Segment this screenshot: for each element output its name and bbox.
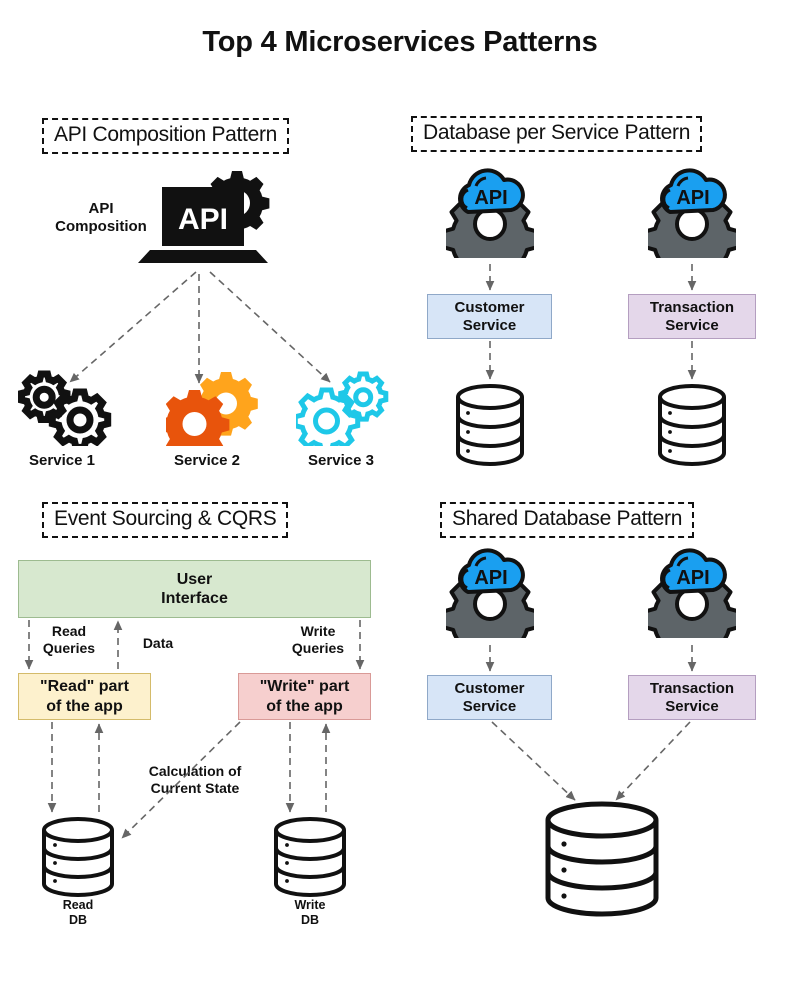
write-queries-label-line2: Queries xyxy=(291,639,345,656)
api-cloud-icon-shared-transaction-text: API xyxy=(676,567,709,589)
calculation-of-current-state-label: Calculation of Current State xyxy=(133,763,257,796)
user-interface-box: User Interface xyxy=(18,560,371,618)
arrow-customer-service-to-shared-db xyxy=(491,721,576,801)
write-queries-label: Write Queries xyxy=(280,623,356,656)
calculation-label-line2: Current State xyxy=(150,779,240,796)
customer-service-box-shared-line2: Service xyxy=(462,697,517,715)
read-queries-label: Read Queries xyxy=(32,623,106,656)
data-label: Data xyxy=(142,635,174,651)
customer-service-box-dbps-line1: Customer xyxy=(454,298,525,316)
api-cloud-icon-shared-customer: API xyxy=(441,546,539,668)
api-laptop-icon: API xyxy=(136,163,271,278)
transaction-service-box-dbps-line1: Transaction xyxy=(649,298,735,316)
read-db-label-line1: Read xyxy=(62,898,94,912)
api-cloud-icon-customer: API xyxy=(441,166,539,288)
customer-service-box-dbps-line2: Service xyxy=(462,316,517,334)
api-laptop-icon-text: API xyxy=(178,203,228,236)
write-part-box-line1: "Write" part xyxy=(259,678,350,696)
database-cylinder-customer xyxy=(452,383,528,474)
read-part-box-line1: "Read" part xyxy=(40,678,129,696)
arrow-transaction-service-to-shared-db xyxy=(615,721,691,801)
transaction-service-box-dbps: Transaction Service xyxy=(628,294,756,339)
database-cylinder-transaction xyxy=(654,383,730,474)
write-db-label: Write DB xyxy=(268,898,352,928)
user-interface-box-line2: Interface xyxy=(161,590,228,607)
api-composition-node-label-line2: Composition xyxy=(55,217,147,235)
api-cloud-icon-transaction-text: API xyxy=(676,187,709,209)
write-part-box: "Write" part of the app xyxy=(238,673,371,720)
customer-service-box-shared: Customer Service xyxy=(427,675,552,720)
transaction-service-box-shared: Transaction Service xyxy=(628,675,756,720)
read-part-box: "Read" part of the app xyxy=(18,673,151,720)
service-1-gears-icon xyxy=(12,366,118,451)
api-cloud-icon-shared-customer-text: API xyxy=(474,567,507,589)
service-3-gears-icon xyxy=(292,366,392,455)
read-queries-label-line1: Read xyxy=(51,623,87,639)
panel-header-database-per-service: Database per Service Pattern xyxy=(411,116,703,153)
service-2-gears-icon xyxy=(159,368,262,460)
read-part-box-line2: of the app xyxy=(46,697,123,715)
transaction-service-box-shared-line2: Service xyxy=(665,697,719,715)
write-db-label-line1: Write xyxy=(294,898,326,912)
panel-header-shared-database: Shared Database Pattern xyxy=(440,502,695,539)
api-cloud-icon-transaction: API xyxy=(643,166,741,288)
service-2-label: Service 2 xyxy=(174,452,240,469)
api-composition-node-label: API Composition xyxy=(46,200,156,235)
read-db-label: Read DB xyxy=(36,898,120,928)
customer-service-box-dbps: Customer Service xyxy=(427,294,552,339)
page-title: Top 4 Microservices Patterns xyxy=(202,26,598,58)
panel-header-api-composition: API Composition Pattern xyxy=(42,118,290,155)
service-3-label: Service 3 xyxy=(308,452,374,469)
service-1-label: Service 1 xyxy=(29,452,95,469)
write-db-cylinder xyxy=(270,816,350,905)
api-cloud-icon-customer-text: API xyxy=(474,187,507,209)
transaction-service-box-shared-line1: Transaction xyxy=(649,679,735,697)
read-db-label-line2: DB xyxy=(68,912,88,927)
customer-service-box-shared-line1: Customer xyxy=(454,679,525,697)
write-db-label-line2: DB xyxy=(300,912,320,927)
read-queries-label-line2: Queries xyxy=(42,639,96,656)
transaction-service-box-dbps-line2: Service xyxy=(665,316,719,334)
write-part-box-line2: of the app xyxy=(266,697,343,715)
user-interface-box-line1: User xyxy=(176,570,213,588)
calculation-label-line1: Calculation of xyxy=(148,763,242,779)
read-db-cylinder xyxy=(38,816,118,905)
write-queries-label-line1: Write xyxy=(300,623,336,639)
shared-database-cylinder xyxy=(540,800,664,925)
api-cloud-icon-shared-transaction: API xyxy=(643,546,741,668)
panel-header-event-sourcing-cqrs: Event Sourcing & CQRS xyxy=(42,502,289,539)
api-composition-node-label-line1: API xyxy=(88,200,114,217)
